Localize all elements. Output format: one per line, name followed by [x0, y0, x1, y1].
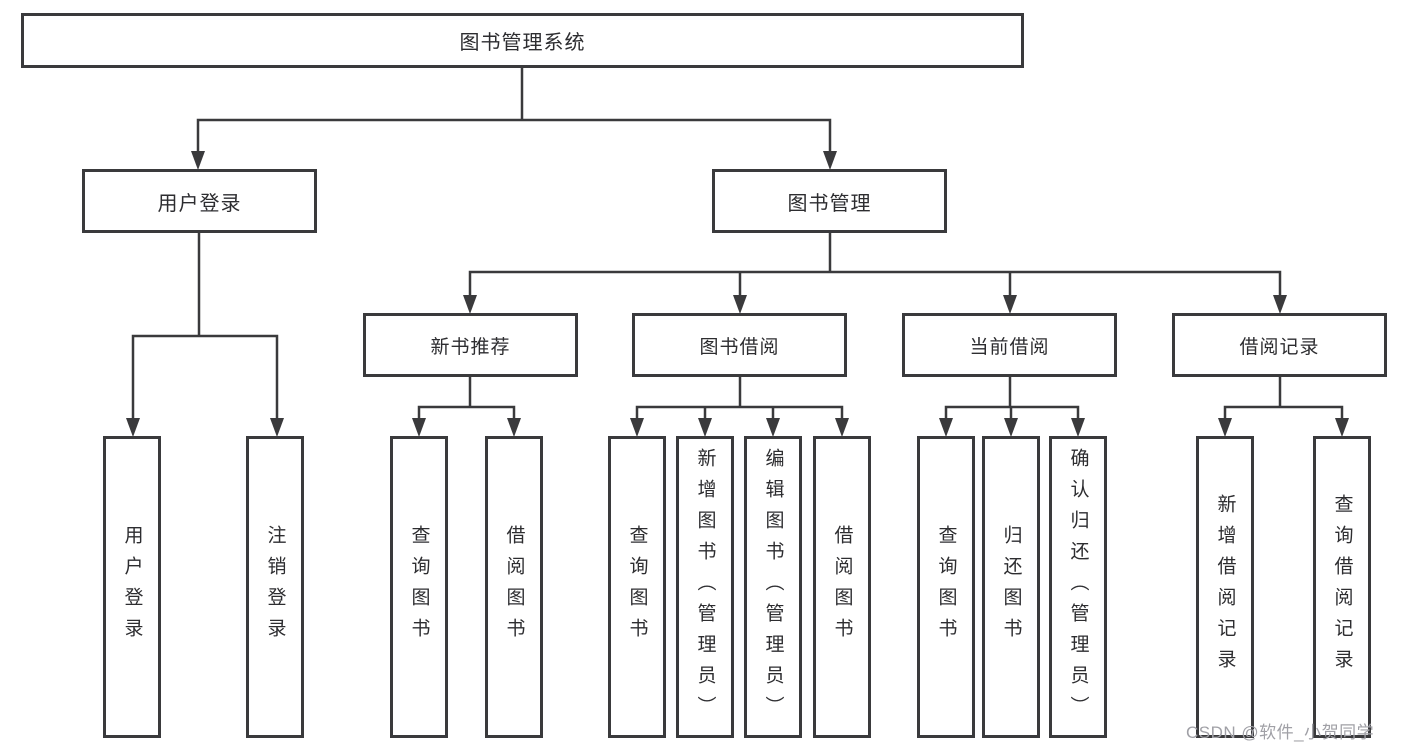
leaf-add-borrow-record: 新增借阅记录: [1196, 436, 1254, 738]
node-borrowing-records: 借阅记录: [1172, 313, 1387, 377]
node-library-management-system: 图书管理系统: [21, 13, 1024, 68]
leaf-return-books: 归还图书: [982, 436, 1040, 738]
leaf-query-books-current: 查询图书: [917, 436, 975, 738]
node-book-borrowing: 图书借阅: [632, 313, 847, 377]
leaf-borrow-books-recommend: 借阅图书: [485, 436, 543, 738]
leaf-user-login: 用户登录: [103, 436, 161, 738]
node-current-borrowing: 当前借阅: [902, 313, 1117, 377]
leaf-query-books-borrow: 查询图书: [608, 436, 666, 738]
csdn-watermark: CSDN @软件_小贺同学: [1186, 723, 1375, 742]
node-new-book-recommendation: 新书推荐: [363, 313, 578, 377]
leaf-logout: 注销登录: [246, 436, 304, 738]
leaf-query-books-recommend: 查询图书: [390, 436, 448, 738]
leaf-query-borrow-record: 查询借阅记录: [1313, 436, 1371, 738]
node-user-login: 用户登录: [82, 169, 317, 233]
node-book-management: 图书管理: [712, 169, 947, 233]
leaf-edit-books-admin: 编辑图书（管理员）: [744, 436, 802, 738]
leaf-add-books-admin: 新增图书（管理员）: [676, 436, 734, 738]
leaf-borrow-books: 借阅图书: [813, 436, 871, 738]
leaf-confirm-return-admin: 确认归还（管理员）: [1049, 436, 1107, 738]
